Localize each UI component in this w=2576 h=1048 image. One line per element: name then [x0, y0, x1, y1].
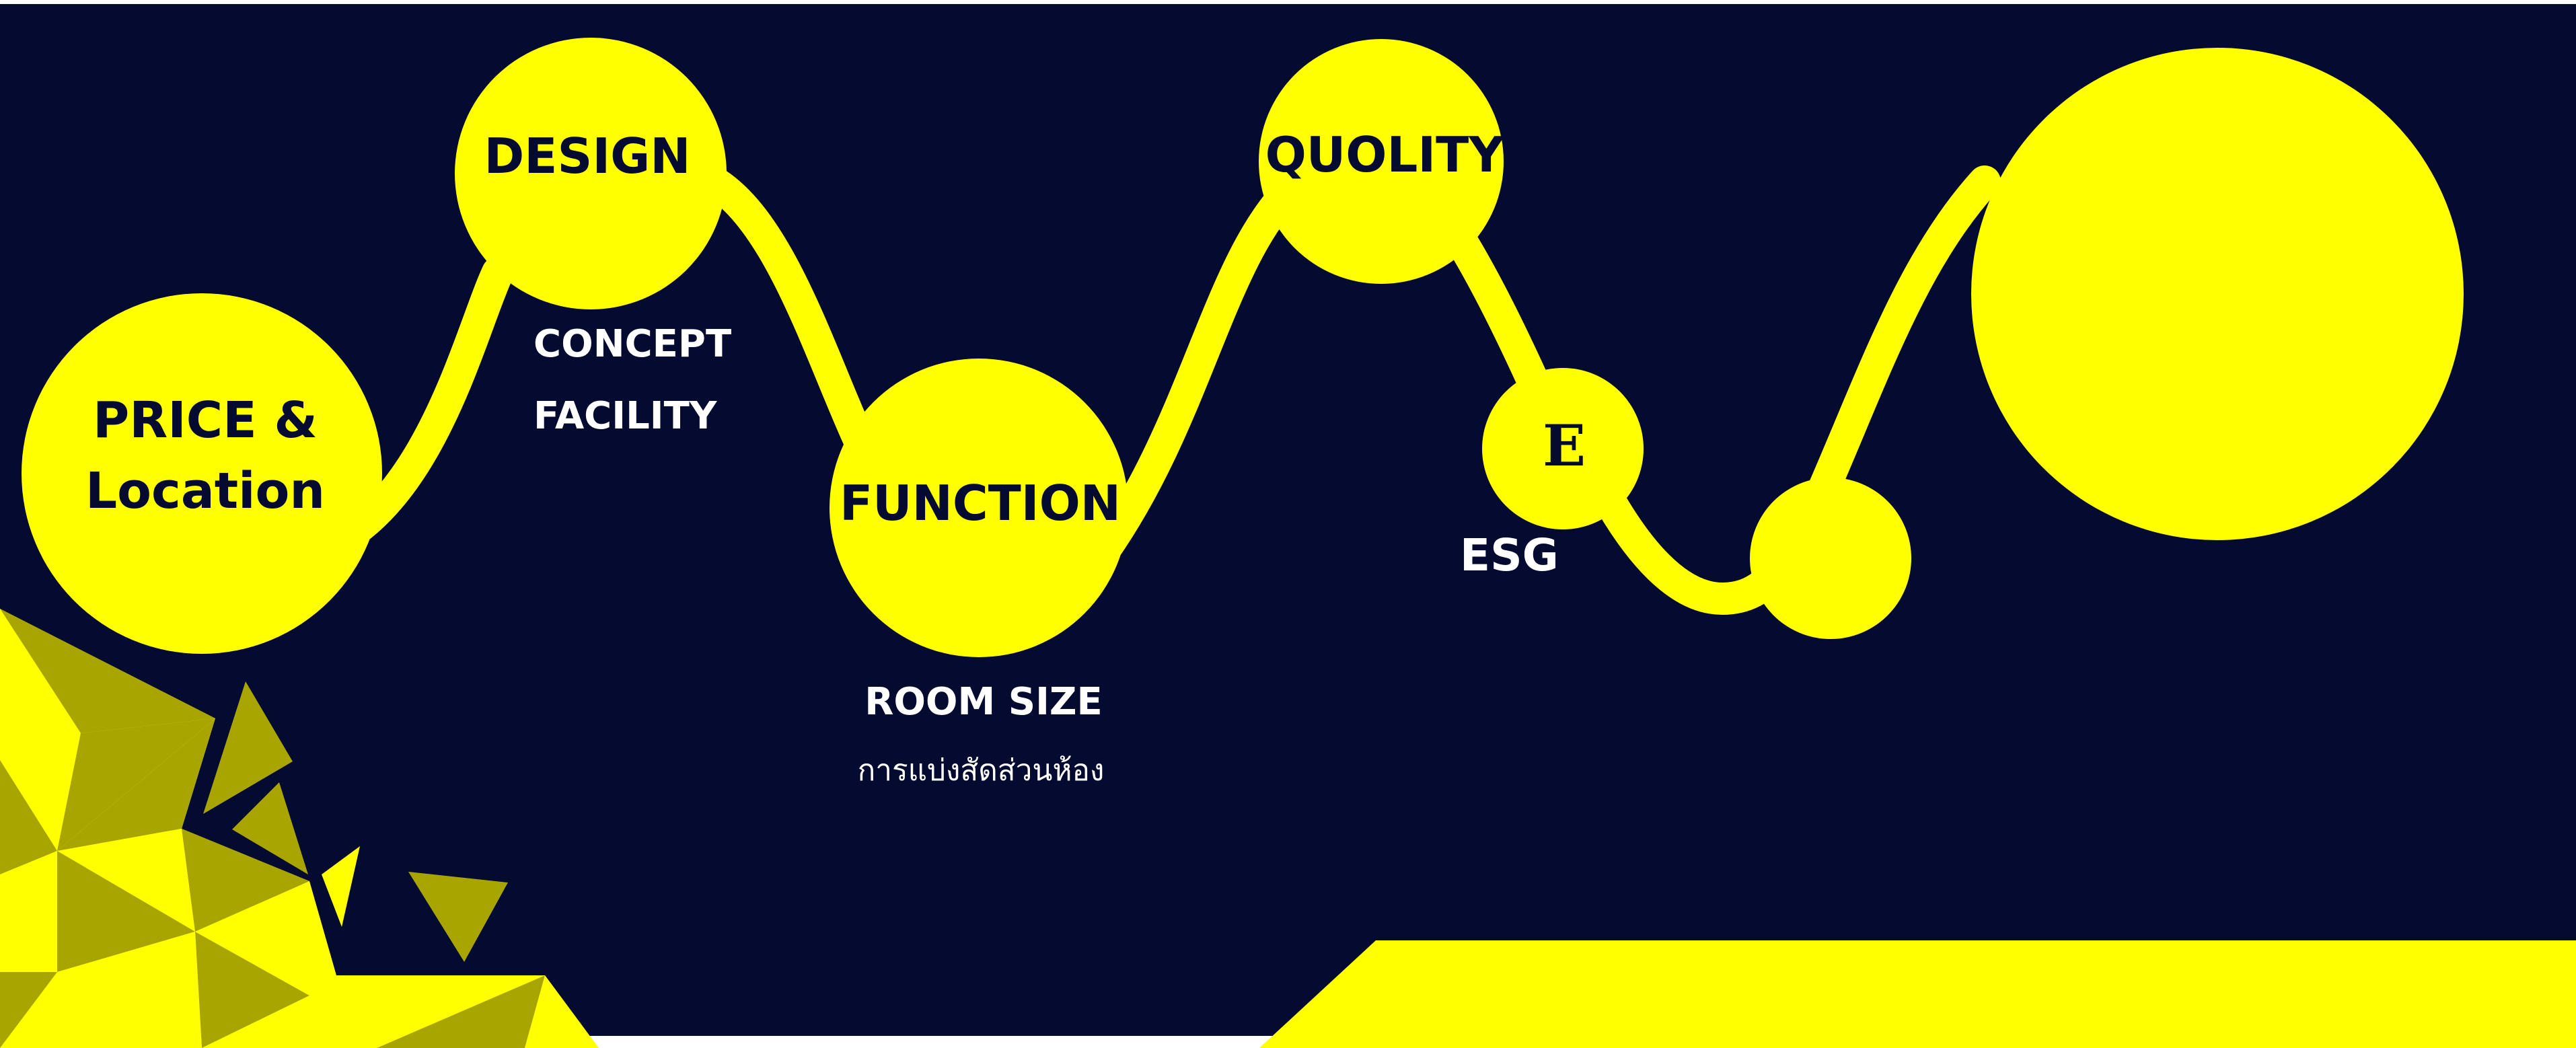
- design-sub-concept: CONCEPT: [533, 322, 731, 366]
- function-sub-room-size: ROOM SIZE: [864, 680, 1103, 724]
- function-circle: [830, 359, 1128, 657]
- connector-path: [307, 165, 2001, 615]
- quolity-label: QUOLITY: [1265, 126, 1505, 183]
- price-location-circle: [22, 293, 382, 654]
- function-label: FUNCTION: [840, 475, 1121, 531]
- design-sub-facility: FACILITY: [533, 394, 718, 438]
- price-label-line2: Location: [85, 462, 325, 520]
- esg-label: ESG: [1460, 529, 1559, 581]
- low-poly-decoration: [0, 609, 599, 1048]
- design-label: DESIGN: [484, 128, 691, 184]
- small-node-circle: [1750, 478, 1911, 639]
- price-label-line1: PRICE &: [93, 391, 318, 449]
- function-sub-thai: การแบ่งสัดส่วนห้อง: [858, 753, 1105, 788]
- quolity-circle: [1259, 39, 1504, 284]
- e-circle: [1482, 368, 1644, 529]
- design-circle: [455, 38, 727, 309]
- large-node-circle: [1971, 48, 2464, 540]
- bottom-right-band: [1259, 940, 2576, 1048]
- e-label: E: [1543, 412, 1586, 479]
